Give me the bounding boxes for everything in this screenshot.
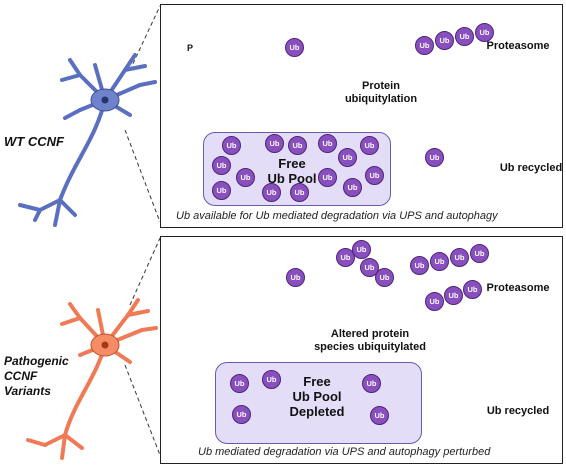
- ub-icon: Ub: [425, 148, 444, 167]
- ccnf-variant-label: CCNFS621G: [198, 280, 258, 292]
- callout-lines: [124, 5, 161, 456]
- cul1-label: Cul1: [219, 98, 237, 107]
- phospho-label: P: [186, 43, 193, 53]
- ub-icon: Ub: [265, 134, 284, 153]
- ub-icon: Ub: [370, 406, 389, 425]
- process-line: Altered protein: [330, 328, 410, 340]
- ub-icon: Ub: [288, 136, 307, 155]
- process-label-bottom: Altered protein species ubiquitylated: [310, 328, 430, 354]
- ub-icon: Ub: [230, 374, 249, 393]
- process-line: species ubiquitylated: [314, 341, 426, 353]
- ub-icon: Ub: [318, 168, 337, 187]
- process-label-top: Protein ubiquitylation: [336, 80, 426, 106]
- ccnf-variant-name: CCNF: [203, 280, 234, 292]
- ub-icon: Ub: [470, 244, 489, 263]
- ub-icon: Ub: [286, 268, 305, 287]
- wt-cell-label: WT CCNF: [4, 134, 64, 149]
- pool-line: Free: [303, 374, 331, 389]
- caption-bottom: Ub mediated degradation via UPS and auto…: [198, 446, 491, 458]
- recycled-label-bottom: Ub recycled: [486, 405, 550, 417]
- ub-icon: Ub: [212, 156, 231, 175]
- caption-top: Ub available for Ub mediated degradation…: [176, 210, 498, 222]
- variant-label-line: CCNF: [4, 369, 38, 383]
- ub-icon: Ub: [285, 38, 304, 57]
- variant-label-line: Variants: [4, 384, 51, 398]
- ub-icon: Ub: [343, 178, 362, 197]
- process-line: Protein: [362, 80, 400, 92]
- ub-icon: Ub: [475, 23, 494, 42]
- free-ub-pool-depleted: [215, 362, 422, 444]
- ub-icon: Ub: [262, 183, 281, 202]
- ub-icon: Ub: [455, 27, 474, 46]
- ub-icon: Ub: [425, 292, 444, 311]
- cul1-label-bottom: Cul1: [219, 323, 237, 332]
- ub-icon: Ub: [430, 252, 449, 271]
- ub-icon: Ub: [212, 181, 231, 200]
- variant-neuron-nucleus: [101, 341, 109, 349]
- proteasome-label-top: Proteasome: [486, 40, 550, 52]
- skp1-label: Skp1: [180, 87, 200, 96]
- variant-cell-label: Pathogenic CCNF Variants: [4, 354, 69, 399]
- ub-icon: Ub: [352, 240, 371, 259]
- wt-neuron: [18, 53, 157, 227]
- ub-icon: Ub: [375, 268, 394, 287]
- ub-icon: Ub: [362, 374, 381, 393]
- ub-icon: Ub: [318, 134, 337, 153]
- ub-icon: Ub: [262, 370, 281, 389]
- ub-icon: Ub: [236, 168, 255, 187]
- pool-label-top: Free Ub Pool: [262, 156, 322, 186]
- proteasome-label-bottom: Proteasome: [486, 282, 550, 294]
- ub-icon: Ub: [338, 148, 357, 167]
- pool-label-bottom: Free Ub Pool Depleted: [282, 374, 352, 419]
- wt-neuron-nucleus: [101, 96, 109, 104]
- ccnf-label: CCNF: [209, 55, 241, 67]
- recycled-label-top: Ub recycled: [499, 162, 563, 174]
- ub-icon: Ub: [232, 405, 251, 424]
- ub-icon: Ub: [415, 36, 434, 55]
- process-line: ubiquitylation: [344, 93, 418, 105]
- ub-icon: Ub: [336, 248, 355, 267]
- pool-line: Depleted: [289, 404, 345, 419]
- ub-icon: Ub: [365, 166, 384, 185]
- ub-icon: Ub: [360, 136, 379, 155]
- ub-icon: Ub: [360, 258, 379, 277]
- ub-icon: Ub: [222, 136, 241, 155]
- ccnf-mutation-superscript: S621G: [233, 280, 253, 287]
- variant-label-line: Pathogenic: [4, 354, 69, 368]
- skp1-label-bottom: Skp1: [180, 330, 200, 339]
- ub-icon: Ub: [410, 256, 429, 275]
- ub-icon: Ub: [435, 31, 454, 50]
- ub-icon: Ub: [450, 248, 469, 267]
- pool-line: Ub Pool: [292, 389, 342, 404]
- pool-line: Ub Pool: [267, 171, 317, 186]
- ub-icon: Ub: [463, 280, 482, 299]
- pool-line: Free: [278, 156, 306, 171]
- ub-icon: Ub: [290, 183, 309, 202]
- ub-icon: Ub: [444, 286, 463, 305]
